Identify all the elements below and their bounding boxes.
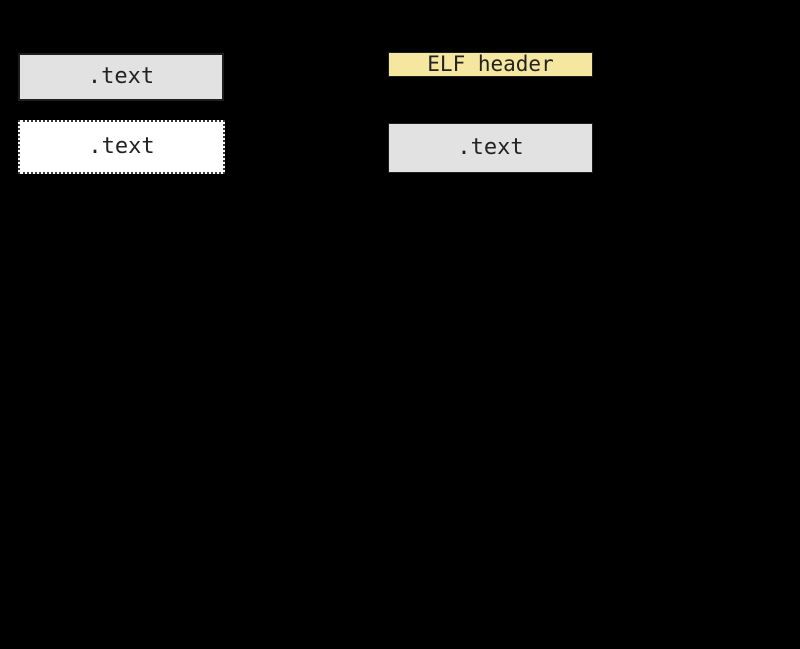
section-box-text-dotted-left: .text	[18, 120, 225, 174]
elf-header-box: ELF header	[388, 52, 593, 77]
section-box-label: .text	[88, 134, 155, 159]
section-box-text-solid-left: .text	[18, 53, 224, 101]
section-box-label: .text	[457, 135, 524, 160]
elf-header-label: ELF header	[427, 52, 554, 76]
section-box-text-right: .text	[388, 123, 593, 173]
section-box-label: .text	[87, 64, 155, 89]
